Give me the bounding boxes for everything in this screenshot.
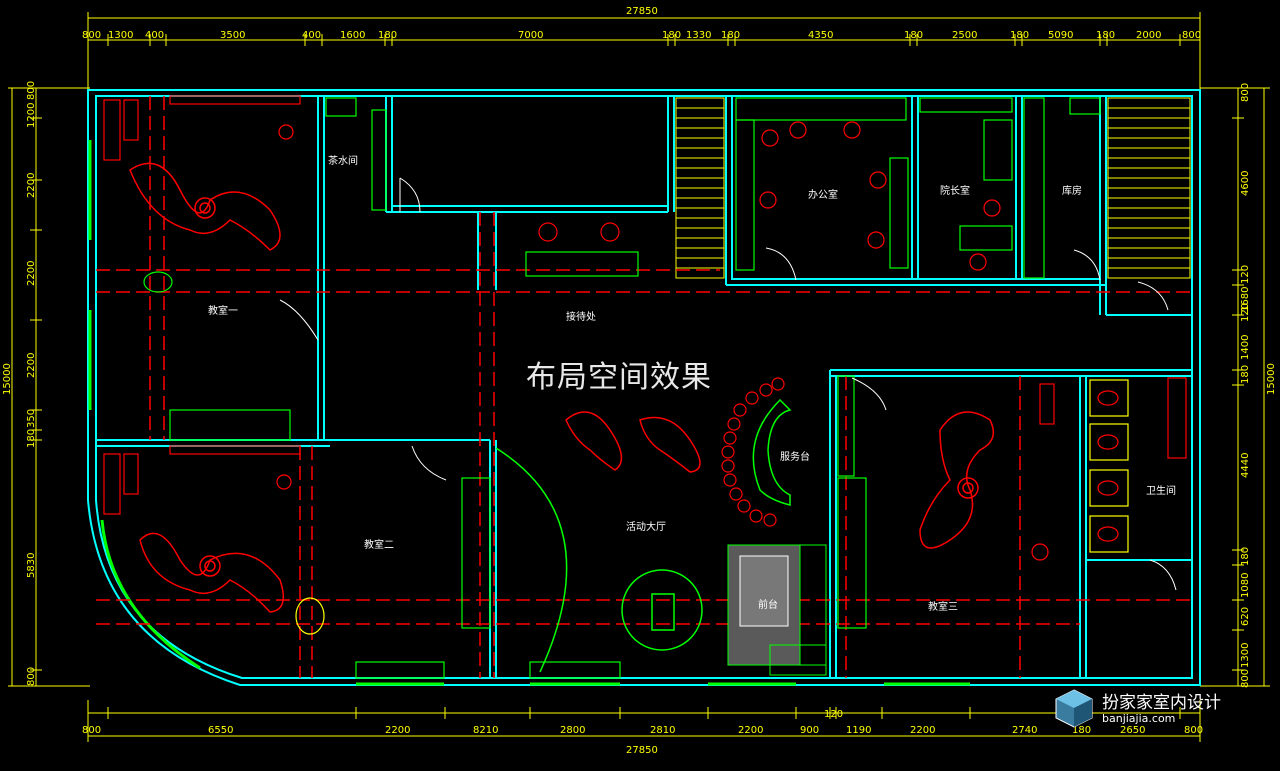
round-table (143, 271, 703, 651)
room-label: 院长室 (940, 184, 970, 197)
dim-right: 1080 (1240, 573, 1251, 598)
dim-total-top: 27850 (626, 6, 658, 17)
dim-top: 2000 (1136, 30, 1161, 41)
dim-top: 5090 (1048, 30, 1073, 41)
dim-bottom: 2200 (385, 725, 410, 736)
room-label: 接待处 (566, 310, 596, 323)
dim-top: 800 (82, 30, 101, 41)
dim-left: 350 (26, 409, 37, 428)
dim-top: 180 (378, 30, 397, 41)
dim-right: 1400 (1240, 335, 1251, 360)
room-label: 教室一 (208, 304, 238, 317)
dim-top: 7000 (518, 30, 543, 41)
dim-bottom: 2650 (1120, 725, 1145, 736)
dim-top: 180 (904, 30, 923, 41)
dim-top: 180 (1096, 30, 1115, 41)
dim-top: 180 (1010, 30, 1029, 41)
dim-bottom: 900 (800, 725, 819, 736)
dim-bottom: 2810 (650, 725, 675, 736)
dim-right: 120 (1240, 303, 1251, 322)
dim-left: 1200 (26, 103, 37, 128)
dim-top: 1600 (340, 30, 365, 41)
dim-left: 5830 (26, 553, 37, 578)
furniture-curved-desks (129, 162, 995, 613)
top-dimension-lines (8, 12, 1270, 742)
stairs-right (1107, 97, 1191, 279)
dim-bottom: 8210 (473, 725, 498, 736)
bottom-dimension-texts: 800 6550 2200 8210 2800 2810 2200 900 12… (82, 709, 1203, 736)
dim-right: 800 (1240, 83, 1251, 102)
dim-right: 4600 (1240, 171, 1251, 196)
room-label: 教室三 (928, 600, 958, 613)
room-label: 办公室 (808, 188, 838, 201)
front-desk-area (727, 544, 827, 676)
dim-top: 1300 (108, 30, 133, 41)
room-label: 活动大厅 (626, 520, 666, 533)
dim-right: 620 (1240, 607, 1251, 626)
room-label: 库房 (1062, 184, 1082, 197)
dim-left: 2200 (26, 353, 37, 378)
dim-left: 800 (26, 667, 37, 686)
watermark-name: 扮家家室内设计 (1102, 693, 1221, 713)
dim-top: 1330 (686, 30, 711, 41)
dim-bottom: 6550 (208, 725, 233, 736)
room-label: 卫生间 (1146, 484, 1176, 497)
dim-top: 3500 (220, 30, 245, 41)
dim-bottom: 2740 (1012, 725, 1037, 736)
room-label: 服务台 (780, 450, 810, 463)
dim-bottom: 800 (82, 725, 101, 736)
dim-bottom: 2800 (560, 725, 585, 736)
dim-right: 800 (1240, 669, 1251, 688)
dim-bottom: 180 (1072, 725, 1091, 736)
dim-top: 400 (302, 30, 321, 41)
dim-right: 1300 (1240, 643, 1251, 668)
dim-left: 2200 (26, 261, 37, 286)
watermark-url: banjiajia.com (1102, 712, 1176, 725)
office-desks (169, 97, 1101, 679)
dim-total-bottom: 27850 (626, 745, 658, 756)
office-furniture (103, 95, 1187, 561)
left-dimension-texts: 1200 800 2200 2200 2200 350 180 5830 800 (26, 81, 37, 686)
axis-lines (96, 96, 1190, 678)
activity-hall-arc (495, 447, 568, 673)
dim-top: 180 (662, 30, 681, 41)
overlay-title: 布局空间效果 (526, 360, 712, 395)
dim-right-total: 15000 (1266, 363, 1277, 395)
dim-right: 180 (1240, 365, 1251, 384)
dim-right: 180 (1240, 547, 1251, 566)
service-chairs (721, 377, 785, 527)
dim-bottom: 1190 (846, 725, 871, 736)
room-label: 茶水间 (328, 154, 358, 167)
dim-right: 1680 (1240, 287, 1251, 312)
dim-top: 400 (145, 30, 164, 41)
dim-bottom: 800 (1184, 725, 1203, 736)
dim-right: 120 (1240, 265, 1251, 284)
right-dimension-texts: 800 4600 120 1680 120 1400 180 4440 180 … (1240, 83, 1251, 688)
room-label: 教室二 (364, 538, 394, 551)
dim-left: 800 (26, 81, 37, 100)
toilets (1089, 379, 1129, 553)
dim-bottom: 2200 (910, 725, 935, 736)
top-dimension-texts: 800 1300 400 3500 400 1600 180 7000 180 … (82, 30, 1201, 41)
dim-left: 180 (26, 429, 37, 448)
room-label: 前台 (758, 598, 778, 611)
dim-top: 800 (1182, 30, 1201, 41)
dim-top: 4350 (808, 30, 833, 41)
dim-left: 2200 (26, 173, 37, 198)
windows (88, 140, 970, 686)
dim-top: 180 (721, 30, 740, 41)
cube-logo-icon (1055, 689, 1093, 728)
dim-left-total: 15000 (2, 363, 13, 395)
watermark: 扮家家室内设计 banjiajia.com (1052, 686, 1242, 736)
dim-top: 2500 (952, 30, 977, 41)
service-desk (752, 398, 792, 506)
dim-bottom: 2200 (738, 725, 763, 736)
dim-right: 4440 (1240, 453, 1251, 478)
doors (279, 177, 1177, 591)
stairs-left (675, 97, 725, 279)
dim-bottom: 120 (824, 709, 843, 720)
